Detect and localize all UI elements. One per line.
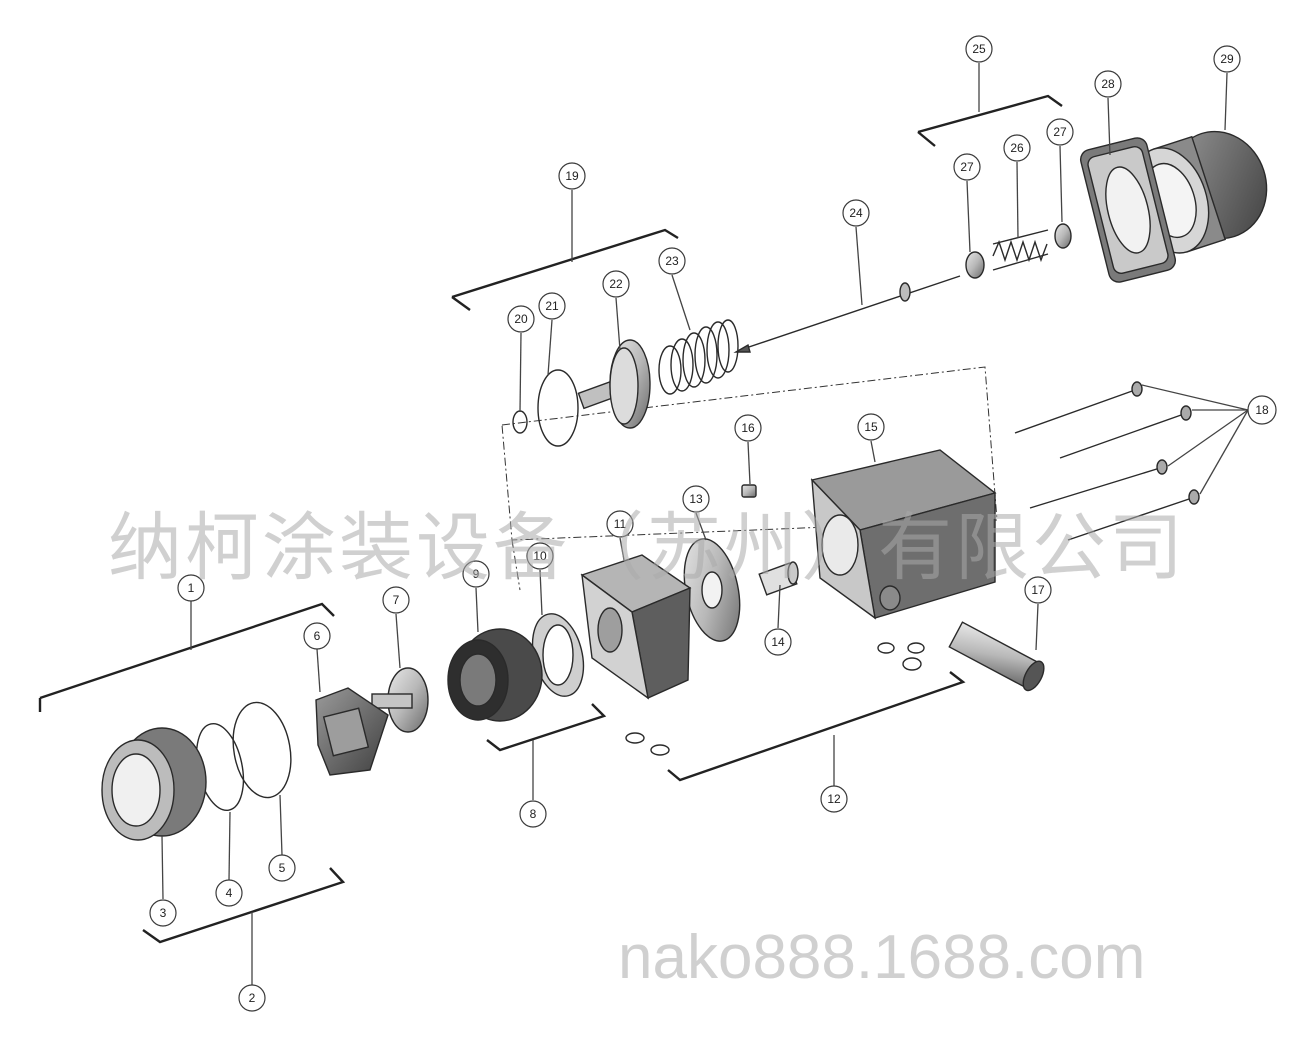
callout-26: 26 [1003, 134, 1031, 162]
callout-label: 4 [226, 886, 233, 900]
callout-3: 3 [149, 899, 177, 927]
callout-label: 8 [530, 807, 537, 821]
callout-11: 11 [606, 510, 634, 538]
callout-27: 27 [1046, 118, 1074, 146]
callout-19: 19 [558, 162, 586, 190]
callout-25: 25 [965, 35, 993, 63]
callout-label: 11 [614, 517, 627, 531]
part-9-housing [447, 628, 543, 722]
part-13-plate [683, 538, 741, 642]
callout-label: 15 [864, 420, 878, 434]
callout-label: 21 [545, 299, 559, 313]
part-17-valve [948, 621, 1045, 692]
callout-label: 12 [827, 792, 841, 806]
part-7-stem [371, 667, 429, 733]
callout-label: 27 [1053, 125, 1067, 139]
bracket-group-2 [142, 867, 346, 986]
callout-4: 4 [215, 879, 243, 907]
callout-label: 13 [689, 492, 703, 506]
callout-label: 16 [741, 421, 755, 435]
callout-label: 23 [665, 254, 679, 268]
callout-label: 22 [609, 277, 623, 291]
bracket-group-8 [486, 703, 607, 800]
callout-label: 19 [565, 169, 579, 183]
callout-label: 3 [160, 906, 167, 920]
callout-label: 7 [393, 593, 400, 607]
callout-17: 17 [1024, 576, 1052, 604]
callout-28: 28 [1094, 70, 1122, 98]
callout-14: 14 [764, 628, 792, 656]
callout-label: 10 [533, 549, 547, 563]
callout-10: 10 [526, 542, 554, 570]
callout-12: 12 [820, 785, 848, 813]
bracket-group-25 [917, 63, 1063, 147]
part-27-washer-right [1054, 223, 1072, 249]
callout-balloons: 1234567891011121314151617181920212223242… [149, 35, 1277, 1012]
bracket-group-12 [667, 671, 966, 786]
part-5-ring [232, 701, 292, 799]
callout-16: 16 [734, 414, 762, 442]
part-26-spring [992, 229, 1049, 271]
callout-label: 5 [279, 861, 286, 875]
callout-13: 13 [682, 485, 710, 513]
body-o-rings [877, 642, 925, 671]
callout-5: 5 [268, 854, 296, 882]
callout-15: 15 [857, 413, 885, 441]
callout-24: 24 [842, 199, 870, 227]
callout-label: 2 [249, 991, 256, 1005]
part-23-spring [658, 319, 739, 395]
callout-label: 18 [1255, 403, 1269, 417]
callout-7: 7 [382, 586, 410, 614]
callout-21: 21 [538, 292, 566, 320]
callout-20: 20 [507, 305, 535, 333]
callout-label: 27 [960, 160, 974, 174]
callout-18: 18 [1247, 395, 1277, 425]
callout-label: 24 [849, 206, 863, 220]
adapter-o-rings [625, 732, 670, 756]
callout-6: 6 [303, 622, 331, 650]
phantom-outline [501, 366, 998, 591]
part-11-adapter-block [580, 554, 692, 700]
callout-label: 28 [1101, 77, 1115, 91]
part-16-fitting [741, 484, 757, 498]
callout-2: 2 [238, 984, 266, 1012]
part-22-piston [577, 339, 651, 429]
part-15-body-block [810, 449, 997, 620]
callout-22: 22 [602, 270, 630, 298]
callout-8: 8 [519, 800, 547, 828]
part-27-washer-left [965, 251, 985, 279]
bracket-group-1 [38, 600, 335, 712]
part-10-gasket [531, 613, 585, 697]
callout-label: 17 [1031, 583, 1045, 597]
part-28-flange-plate [1079, 137, 1177, 283]
callout-23: 23 [658, 247, 686, 275]
callout-label: 29 [1220, 52, 1234, 66]
callout-27: 27 [953, 153, 981, 181]
callout-label: 20 [514, 312, 528, 326]
part-14-bushing [758, 561, 799, 596]
callout-9: 9 [462, 560, 490, 588]
callout-label: 9 [473, 567, 480, 581]
callout-1: 1 [177, 574, 205, 602]
callout-label: 25 [972, 42, 986, 56]
callout-label: 6 [314, 629, 321, 643]
leader-lines [161, 72, 1249, 900]
part-6-seat [315, 687, 389, 776]
callout-label: 14 [771, 635, 785, 649]
callout-label: 26 [1010, 141, 1024, 155]
callout-29: 29 [1213, 45, 1241, 73]
part-3-nut [101, 727, 207, 841]
part-21-o-ring [537, 369, 579, 447]
bracket-group-19 [451, 190, 679, 311]
callout-label: 1 [188, 581, 195, 595]
part-18-bolts [1014, 381, 1200, 541]
part-24-needle [733, 275, 961, 353]
